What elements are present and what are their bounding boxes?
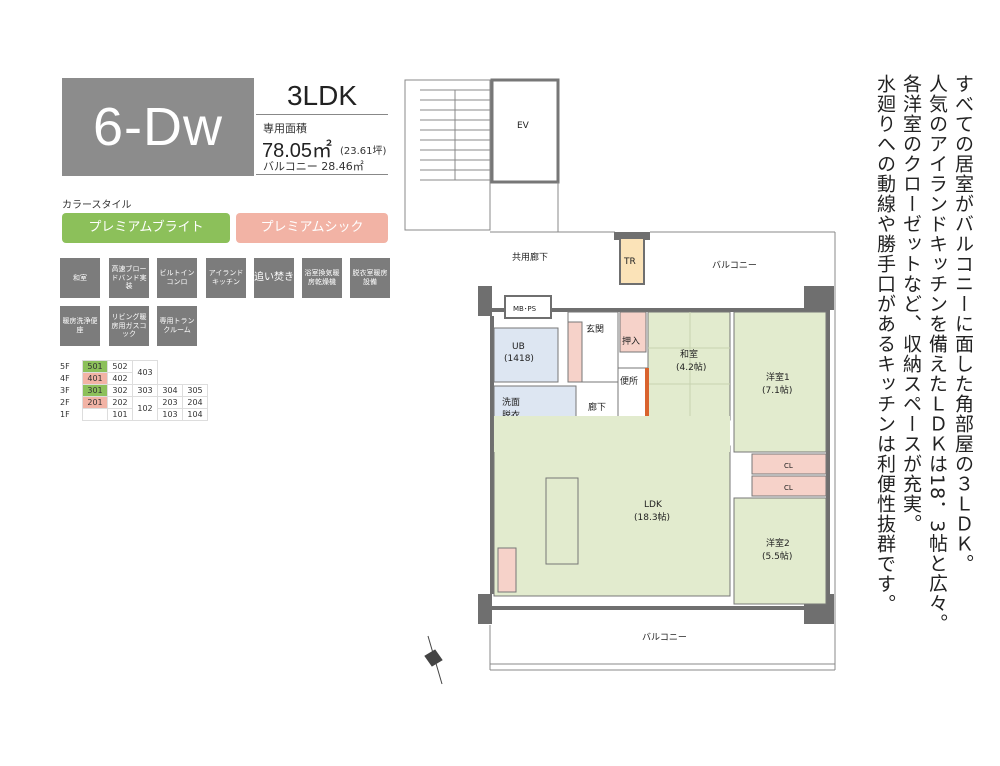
yoshitsu1-label: 洋室1 [766, 371, 790, 383]
unit-cell[interactable]: 202 [107, 396, 133, 409]
unit-cell[interactable]: 403 [132, 360, 158, 385]
unit-type-name: 6-Dw [92, 97, 223, 157]
yoshitsu1-size-label: (7.1帖) [762, 384, 792, 396]
feature-washlet: 暖房洗浄便座 [60, 306, 100, 346]
trunk-room [619, 237, 645, 285]
mbps-label: MB･PS [513, 305, 537, 313]
balcony-bottom [489, 625, 835, 671]
ldk-size-label: (18.3帖) [634, 511, 670, 523]
yoshitsu2-size-label: (5.5帖) [762, 550, 792, 562]
room-yoshitsu2 [733, 497, 827, 605]
unit-cell[interactable]: 302 [107, 384, 133, 397]
ub-size-label: (1418) [504, 354, 534, 364]
ldk-label: LDK [644, 500, 663, 510]
floor-label: 2F [60, 398, 70, 407]
unit-cell[interactable]: 305 [182, 384, 208, 397]
color-style-label: カラースタイル [62, 200, 132, 211]
genkan-label: 玄関 [586, 323, 604, 335]
unit-cell[interactable]: 301 [82, 384, 108, 397]
closet-1 [751, 453, 827, 475]
benjo-label: 便所 [620, 375, 638, 387]
unit-cell[interactable]: 501 [82, 360, 108, 373]
pantry [497, 547, 517, 593]
balcony-bottom-label: バルコニー [642, 632, 687, 643]
elevator-shaft [490, 78, 560, 184]
cl2-label: CL [784, 484, 793, 492]
cl1-label: CL [784, 462, 793, 470]
yoshitsu2-label: 洋室2 [766, 537, 790, 549]
roka-label: 廊下 [588, 401, 606, 413]
feature-reheat-bath: 追い焚き [254, 258, 294, 298]
washitsu-label: 和室 [680, 348, 698, 360]
feature-trunk-room: 専用トランクルーム [157, 306, 197, 346]
mbps-box [504, 295, 552, 319]
closet-2 [751, 475, 827, 497]
unit-cell[interactable]: 304 [157, 384, 183, 397]
washitsu-size-label: (4.2帖) [676, 361, 706, 373]
common-hall-label: 共用廊下 [512, 251, 548, 263]
shoe-box [567, 321, 583, 383]
room-yoshitsu1 [733, 311, 827, 453]
description-line-1: すべての居室がバルコニーに面した角部屋の３ＬＤＫ。 [952, 74, 974, 574]
compass-icon [424, 635, 443, 685]
feature-bath-dryer: 浴室換気暖房乾燥機 [302, 258, 342, 298]
oshiire-label: 押入 [622, 335, 640, 347]
floor-table: 5F 501 502 403 4F 401 402 3F 301 302 303… [60, 360, 208, 421]
unit-cell[interactable]: 204 [182, 396, 208, 409]
balcony-area: バルコニー 28.46㎡ [263, 160, 364, 173]
type-box [62, 78, 254, 176]
unit-cell[interactable]: 502 [107, 360, 133, 373]
feature-dressing-heater: 脱衣室暖房設備 [350, 258, 390, 298]
layout-name: 3LDK [256, 78, 388, 115]
table-row: 1F 101 103 104 [60, 408, 208, 421]
unit-cell[interactable]: 402 [107, 372, 133, 385]
room-ldk [493, 445, 731, 597]
floor-plan: EV 共用廊下 MB･PS TR バルコニー UB (1418) 洗面 脱衣 玄… [404, 78, 836, 685]
area-value: 78.05㎡ [262, 140, 333, 162]
island-kitchen [545, 477, 579, 565]
area-tsubo: (23.61坪) [340, 146, 387, 157]
color-bright-button[interactable]: プレミアムブライト [62, 213, 230, 243]
unit-cell[interactable]: 303 [132, 384, 158, 397]
table-row: 2F 201 202 102 203 204 [60, 396, 208, 421]
ub-label: UB [512, 342, 525, 352]
balcony-top-label: バルコニー [712, 260, 757, 271]
description-line-3: 各洋室のクローゼットなど、収納スペースが充実。 [900, 74, 922, 534]
floor-label: 5F [60, 362, 70, 371]
feature-builtin-stove: ビルトインコンロ [157, 258, 197, 298]
ev-label: EV [517, 121, 530, 131]
description-line-4: 水廻りへの動線や勝手口があるキッチンは利便性抜群です。 [874, 74, 896, 614]
room-ub [493, 327, 559, 383]
stairwell [404, 79, 491, 231]
description-line-2: 人気のアイランドキッチンを備えたＬＤＫは18．3帖と広々。 [926, 74, 948, 634]
tr-label: TR [623, 257, 636, 267]
feature-washitsu: 和室 [60, 258, 100, 298]
floor-label: 1F [60, 410, 70, 419]
unit-cell[interactable]: 104 [182, 408, 208, 421]
unit-cell[interactable]: 201 [82, 396, 108, 409]
floor-label: 3F [60, 386, 70, 395]
unit-cell[interactable]: 203 [157, 396, 183, 409]
feature-gas-cock: リビング暖房用ガスコック [109, 306, 149, 346]
floor-label: 4F [60, 374, 70, 383]
color-chic-button[interactable]: プレミアムシック [236, 213, 388, 243]
room-benjo [617, 367, 649, 419]
outer-walls [478, 232, 834, 624]
header-divider [256, 174, 388, 175]
feature-island-kitchen: アイランドキッチン [206, 258, 246, 298]
unit-cell[interactable]: 103 [157, 408, 183, 421]
unit-cell[interactable]: 101 [107, 408, 133, 421]
unit-cell[interactable]: 401 [82, 372, 108, 385]
table-row: 5F 501 502 403 [60, 360, 208, 385]
oshiire [619, 311, 647, 353]
feature-broadband: 高速ブロードバンド実装 [109, 258, 149, 298]
area-label: 専用面積 [263, 122, 307, 135]
unit-cell[interactable]: 102 [132, 396, 158, 421]
table-row: 3F 301 302 303 304 305 [60, 384, 208, 397]
senmen-label: 洗面 [502, 396, 520, 408]
